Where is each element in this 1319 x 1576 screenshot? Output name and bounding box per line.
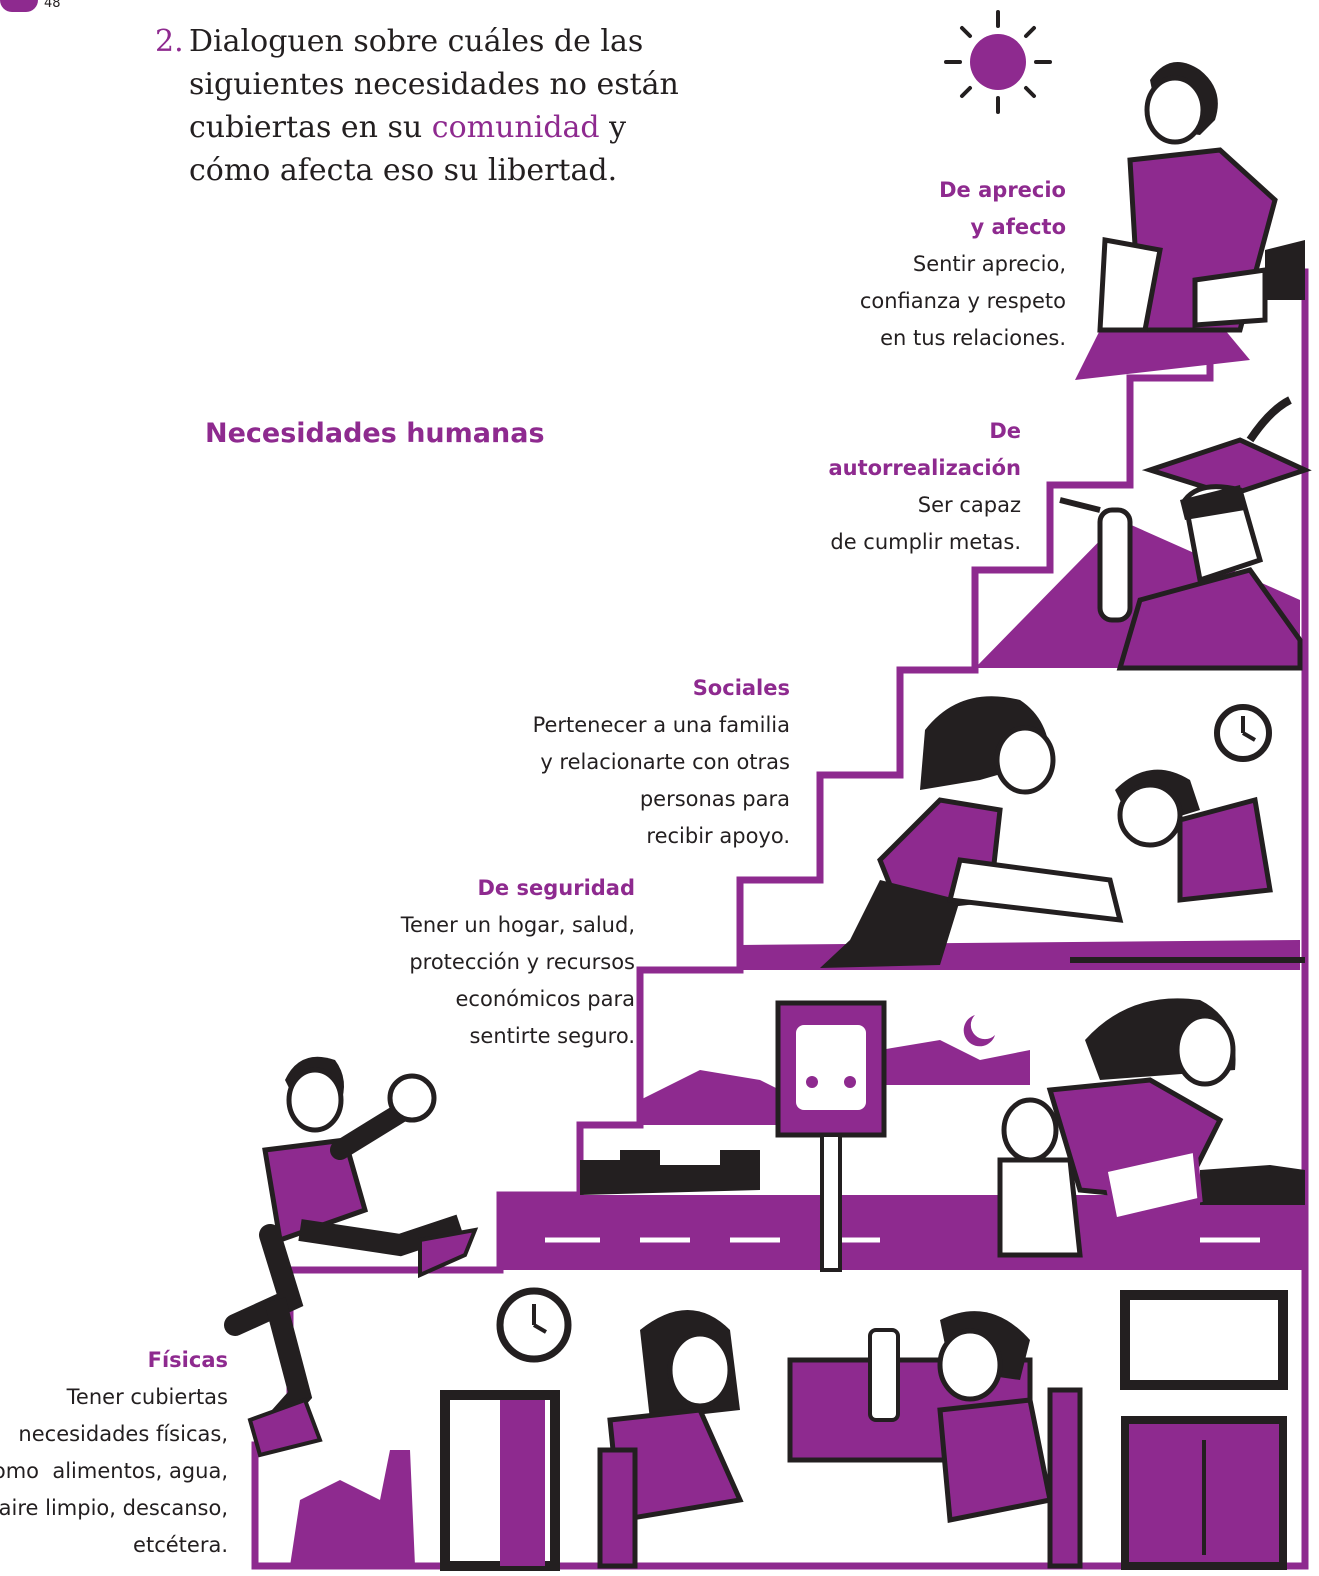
need-seguridad: De seguridad Tener un hogar, salud, prot… [401, 870, 635, 1055]
need-fisicas-desc-1: Tener cubiertas [66, 1385, 228, 1409]
activity-text-after: y cómo afecta eso su libertad. [189, 110, 627, 188]
page-number: 48 [0, 0, 61, 22]
need-sociales-desc-3: personas para [639, 787, 790, 811]
activity-text: Dialoguen sobre cuáles de las siguientes… [189, 20, 715, 192]
need-sociales-title: Sociales [692, 676, 790, 700]
section-title: Necesidades humanas [205, 418, 545, 449]
page-tab-shape [0, 0, 38, 12]
need-seguridad-title: De seguridad [477, 876, 636, 900]
dining-scene [290, 1287, 1288, 1571]
need-autorrealizacion: De autorrealización Ser capaz de cumplir… [828, 413, 1021, 561]
city-scene [500, 998, 1305, 1272]
need-aprecio-desc-3: en tus relaciones. [880, 326, 1066, 350]
need-fisicas-desc-2: necesidades físicas, [18, 1422, 228, 1446]
need-autorrealizacion-title-2: autorrealización [828, 456, 1021, 480]
need-aprecio-desc-2: confianza y respeto [859, 289, 1066, 313]
need-sociales-desc-1: Pertenecer a una familia [532, 713, 790, 737]
climbing-boy-figure [224, 1056, 479, 1458]
need-fisicas-desc-3: como alimentos, agua, [0, 1459, 228, 1483]
need-fisicas-desc-4: aire limpio, descanso, [0, 1496, 228, 1520]
need-autorrealizacion-title-1: De [989, 419, 1021, 443]
need-sociales: Sociales Pertenecer a una familia y rela… [533, 670, 790, 855]
clock-icon [1214, 704, 1272, 762]
need-aprecio: De aprecio y afecto Sentir aprecio, conf… [860, 172, 1066, 357]
need-aprecio-title-2: y afecto [970, 215, 1066, 239]
activity-instruction: 2. Dialoguen sobre cuáles de las siguien… [155, 20, 715, 192]
need-aprecio-desc-1: Sentir aprecio, [912, 252, 1066, 276]
need-seguridad-desc-1: Tener un hogar, salud, [400, 913, 635, 937]
need-fisicas-desc-5: etcétera. [133, 1533, 228, 1557]
need-seguridad-desc-4: sentirte seguro. [469, 1024, 635, 1048]
thinking-boy-figure [1075, 62, 1305, 380]
activity-highlight: comunidad [431, 110, 600, 145]
need-fisicas: Físicas Tener cubiertas necesidades físi… [0, 1342, 228, 1564]
need-autorrealizacion-desc-2: de cumplir metas. [830, 530, 1021, 554]
need-sociales-desc-4: recibir apoyo. [646, 824, 790, 848]
need-aprecio-title-1: De aprecio [939, 178, 1066, 202]
activity-number: 2. [155, 24, 184, 59]
need-autorrealizacion-desc-1: Ser capaz [917, 493, 1021, 517]
need-sociales-desc-2: y relacionarte con otras [540, 750, 790, 774]
need-seguridad-desc-2: protección y recursos [409, 950, 635, 974]
sun-icon [944, 10, 1052, 114]
activity-text-before: Dialoguen sobre cuáles de las siguientes… [189, 24, 679, 145]
page-number-text: 48 [44, 0, 61, 11]
need-seguridad-desc-3: económicos para [455, 987, 635, 1011]
need-fisicas-title: Físicas [147, 1348, 228, 1372]
graduate-figure [975, 396, 1312, 671]
family-figures [740, 696, 1305, 970]
